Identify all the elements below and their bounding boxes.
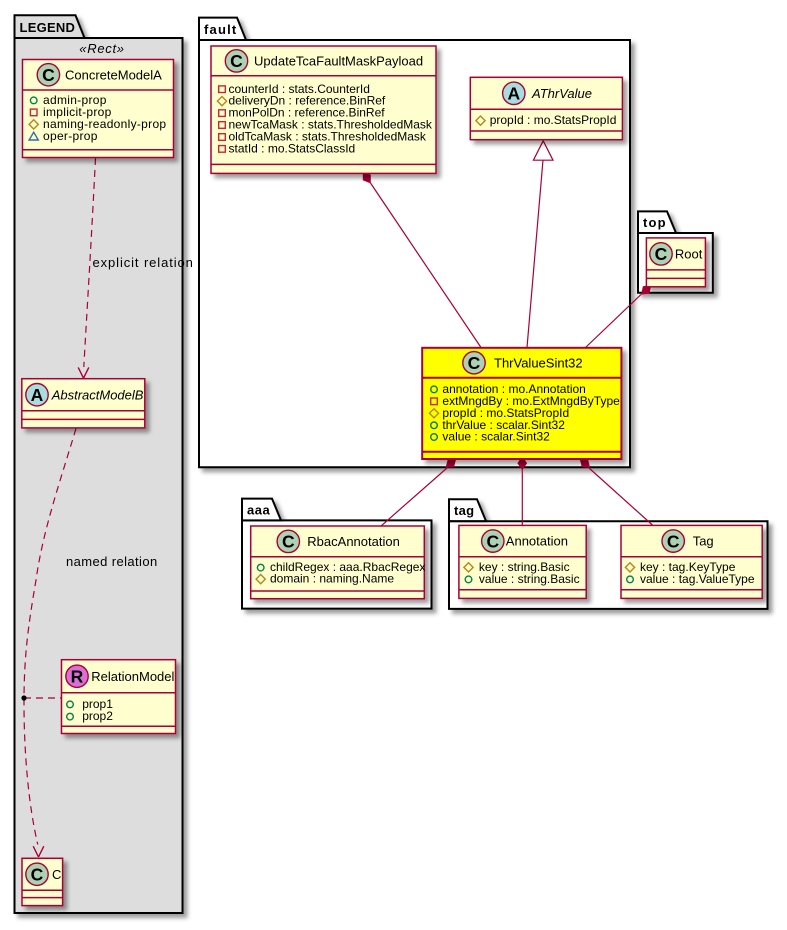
svg-text:domain : naming.Name: domain : naming.Name [270, 572, 394, 586]
svg-text:ThrValueSint32: ThrValueSint32 [494, 355, 583, 370]
svg-text:tag: tag [454, 503, 474, 518]
svg-text:statId : mo.StatsClassId: statId : mo.StatsClassId [229, 142, 356, 156]
svg-text:UpdateTcaFaultMaskPayload: UpdateTcaFaultMaskPayload [254, 54, 423, 69]
svg-text:implicit-prop: implicit-prop [43, 105, 112, 119]
svg-text:C: C [31, 865, 44, 885]
svg-text:thrValue : scalar.Sint32: thrValue : scalar.Sint32 [442, 418, 565, 432]
svg-text:C: C [486, 531, 499, 551]
svg-text:Annotation: Annotation [506, 534, 568, 549]
svg-text:named relation: named relation [66, 554, 158, 569]
svg-text:extMngdBy : mo.ExtMngdByType: extMngdBy : mo.ExtMngdByType [442, 394, 620, 408]
svg-text:C: C [52, 867, 61, 882]
svg-text:C: C [468, 353, 481, 373]
svg-text:naming-readonly-prop: naming-readonly-prop [43, 117, 166, 131]
svg-text:RelationModel: RelationModel [91, 669, 174, 684]
svg-text:prop1: prop1 [82, 697, 113, 711]
svg-text:monPolDn : reference.BinRef: monPolDn : reference.BinRef [229, 106, 386, 120]
svg-text:value : string.Basic: value : string.Basic [479, 572, 580, 586]
svg-text:«Rect»: «Rect» [79, 41, 124, 56]
svg-text:key : string.Basic: key : string.Basic [479, 560, 570, 574]
svg-text:ConcreteModelA: ConcreteModelA [65, 67, 162, 82]
svg-text:childRegex : aaa.RbacRegex: childRegex : aaa.RbacRegex [270, 560, 425, 574]
svg-text:counterId : stats.CounterId: counterId : stats.CounterId [229, 82, 370, 96]
svg-text:prop2: prop2 [82, 709, 113, 723]
svg-text:C: C [42, 65, 55, 85]
svg-text:top: top [643, 215, 667, 230]
svg-text:LEGEND: LEGEND [20, 20, 76, 35]
svg-text:deliveryDn : reference.BinRef: deliveryDn : reference.BinRef [229, 94, 386, 108]
svg-text:explicit relation: explicit relation [93, 255, 194, 270]
svg-text:fault: fault [204, 22, 237, 37]
svg-text:aaa: aaa [247, 502, 270, 517]
svg-text:C: C [230, 51, 243, 71]
svg-text:AbstractModelB: AbstractModelB [51, 387, 144, 402]
svg-text:AThrValue: AThrValue [531, 86, 592, 101]
svg-text:propId : mo.StatsPropId: propId : mo.StatsPropId [490, 113, 617, 127]
svg-text:Tag: Tag [693, 534, 714, 549]
svg-text:oldTcaMask : stats.Thresholded: oldTcaMask : stats.ThresholdedMask [229, 130, 427, 144]
svg-text:RbacAnnotation: RbacAnnotation [307, 534, 400, 549]
svg-text:A: A [31, 385, 44, 405]
svg-text:admin-prop: admin-prop [43, 93, 107, 107]
svg-text:C: C [282, 532, 295, 552]
svg-text:C: C [667, 531, 680, 551]
svg-text:C: C [655, 244, 668, 264]
svg-text:A: A [507, 84, 520, 104]
svg-text:newTcaMask : stats.Thresholded: newTcaMask : stats.ThresholdedMask [229, 118, 433, 132]
svg-text:Root: Root [675, 247, 703, 262]
svg-text:value : tag.ValueType: value : tag.ValueType [640, 572, 755, 586]
svg-text:value : scalar.Sint32: value : scalar.Sint32 [442, 430, 550, 444]
svg-text:annotation : mo.Annotation: annotation : mo.Annotation [442, 382, 585, 396]
svg-text:R: R [71, 667, 84, 687]
svg-text:propId : mo.StatsPropId: propId : mo.StatsPropId [442, 406, 569, 420]
svg-text:oper-prop: oper-prop [43, 129, 98, 143]
svg-text:key : tag.KeyType: key : tag.KeyType [640, 560, 736, 574]
